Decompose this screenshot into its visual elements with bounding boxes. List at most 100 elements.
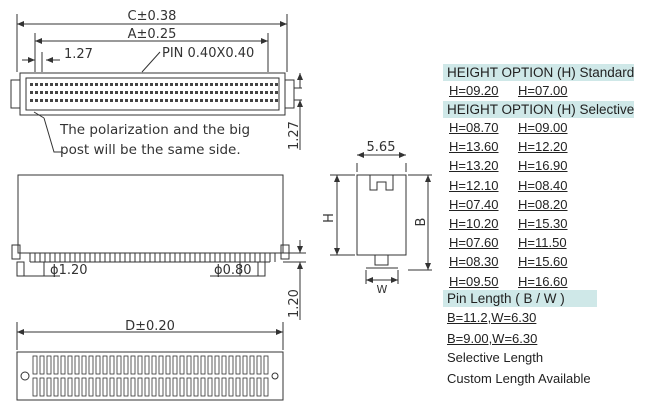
custom-length-text: Custom Length Available	[447, 371, 591, 386]
contact-slot	[221, 377, 227, 397]
polarization-note-1: The polarization and the big	[59, 122, 250, 138]
contact-slot	[60, 377, 66, 397]
pin	[235, 91, 238, 94]
contact-slot	[179, 355, 185, 375]
contact-slot	[53, 355, 59, 375]
contact-slot	[158, 355, 164, 375]
contact-slot	[123, 355, 129, 375]
contact-slot	[158, 377, 164, 397]
pin	[40, 99, 43, 102]
contact-slot	[256, 355, 262, 375]
contact-slot	[207, 377, 213, 397]
pin	[75, 83, 78, 86]
contact-slot	[235, 355, 241, 375]
pin	[120, 83, 123, 86]
pin	[110, 99, 113, 102]
contact-slot	[32, 377, 38, 397]
contact-slot	[130, 377, 136, 397]
pin	[275, 91, 278, 94]
front-view	[11, 174, 306, 320]
pin	[120, 91, 123, 94]
selective-height-option: H=10.20	[449, 216, 499, 231]
selective-height-option: H=15.60	[518, 254, 568, 270]
pin	[245, 99, 248, 102]
selective-height-option: H=07.40	[449, 196, 499, 212]
pin	[90, 99, 93, 102]
pin	[235, 99, 238, 102]
contact-slot	[214, 377, 220, 397]
top-view	[10, 14, 303, 153]
side-view	[330, 152, 432, 284]
pin	[170, 83, 173, 86]
contact-slot	[137, 377, 143, 397]
pin	[45, 91, 48, 94]
pin	[240, 91, 243, 94]
pin	[130, 91, 133, 94]
pin	[125, 91, 128, 94]
contact-slot	[256, 377, 262, 397]
contact-slot	[95, 377, 101, 397]
pin	[240, 83, 243, 86]
contact-slot	[32, 355, 38, 375]
pin	[95, 83, 98, 86]
contact-slot	[193, 377, 199, 397]
contact-slot	[249, 377, 255, 397]
pin	[125, 99, 128, 102]
pin	[145, 83, 148, 86]
pin	[220, 99, 223, 102]
dim-width-text: 5.65	[367, 140, 396, 155]
pin	[180, 83, 183, 86]
pin	[105, 83, 108, 86]
pin	[30, 99, 33, 102]
standard-height-option: H=07.00	[518, 83, 568, 98]
standard-height-option: H=09.20	[449, 83, 499, 98]
pin	[55, 83, 58, 86]
pin	[185, 83, 188, 86]
pin	[220, 91, 223, 94]
technical-drawing: C±0.38 A±0.25 1.27 PIN 0.40X0.40 1.27 Th…	[10, 9, 432, 401]
pin	[270, 91, 273, 94]
pin	[245, 83, 248, 86]
pin	[40, 83, 43, 86]
selective-height-option: H=11.50	[518, 235, 567, 251]
pin	[225, 91, 228, 94]
pin	[30, 91, 33, 94]
selective-height-option: H=09.00	[518, 120, 568, 135]
pin	[60, 91, 63, 94]
pin	[175, 99, 178, 102]
contact-slot	[179, 377, 185, 397]
pin	[250, 91, 253, 94]
contact-slot	[228, 355, 234, 375]
pin	[200, 91, 203, 94]
pin	[100, 83, 103, 86]
contact-slot	[67, 355, 73, 375]
contact-slot	[39, 377, 45, 397]
pin	[110, 83, 113, 86]
contact-slot	[116, 355, 122, 375]
contact-slot	[242, 377, 248, 397]
pin	[170, 91, 173, 94]
pin	[135, 99, 138, 102]
pin	[85, 91, 88, 94]
dim-standoff-text: 1.20	[287, 289, 302, 318]
pin	[80, 83, 83, 86]
pin	[180, 99, 183, 102]
pin	[45, 99, 48, 102]
pin	[265, 83, 268, 86]
contact-slot	[60, 355, 66, 375]
pin	[60, 83, 63, 86]
pin	[210, 99, 213, 102]
pin	[135, 83, 138, 86]
pin	[275, 99, 278, 102]
pin	[55, 91, 58, 94]
contact-slot	[81, 355, 87, 375]
pin	[200, 83, 203, 86]
pin	[210, 83, 213, 86]
contact-slot	[46, 355, 52, 375]
pin	[230, 91, 233, 94]
contact-slot	[263, 355, 269, 375]
pin	[65, 83, 68, 86]
pin	[165, 83, 168, 86]
contact-slot	[88, 377, 94, 397]
pin	[135, 91, 138, 94]
